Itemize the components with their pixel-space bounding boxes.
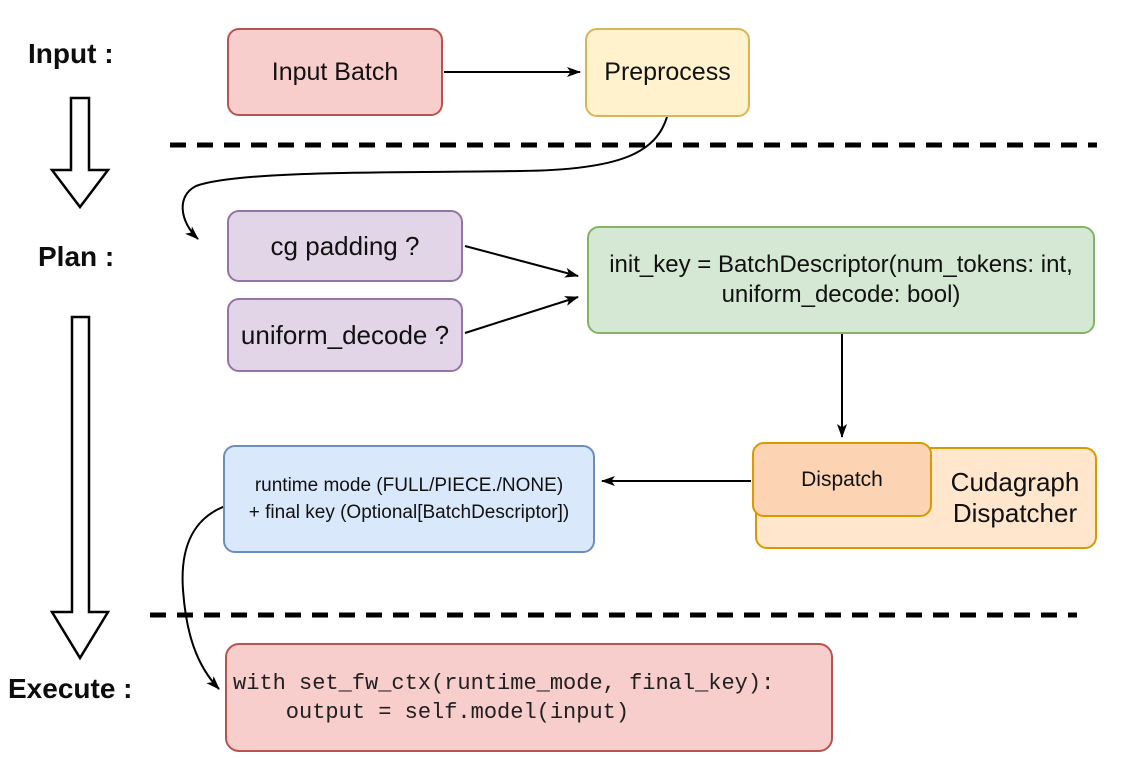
arrow-uniformdecode-to-initkey	[464, 296, 579, 334]
arrow-preprocess-to-cgpadding	[181, 116, 668, 240]
cudagraph-label-line1: Cudagraph	[950, 467, 1080, 497]
section-label-input: Input :	[28, 38, 114, 69]
arrow-cgpadding-to-initkey	[464, 245, 579, 278]
execute-code-line2: output = self.model(input)	[233, 699, 630, 725]
section-label-execute: Execute :	[8, 673, 133, 704]
node-uniform-decode: uniform_decode ?	[227, 298, 463, 372]
node-dispatch: Dispatch	[752, 442, 932, 517]
node-dispatch-label: Dispatch	[801, 467, 883, 491]
arrow-runtime-to-code	[181, 503, 232, 690]
node-cg-padding-label: cg padding ?	[270, 230, 420, 261]
node-runtime-mode-output: runtime mode (FULL/PIECE./NONE) + final …	[223, 445, 595, 553]
node-runtime-line2: + final key (Optional[BatchDescriptor])	[248, 502, 570, 523]
node-init-key: init_key = BatchDescriptor(num_tokens: i…	[587, 226, 1095, 334]
section-flow-arrow-plan-execute-icon	[49, 315, 111, 661]
node-preprocess: Preprocess	[585, 28, 750, 117]
section-flow-arrow-input-plan-icon	[49, 96, 111, 210]
node-uniform-decode-label: uniform_decode ?	[240, 319, 450, 350]
execute-code-line1: with set_fw_ctx(runtime_mode, final_key)…	[233, 670, 775, 696]
node-execute-code: with set_fw_ctx(runtime_mode, final_key)…	[225, 643, 833, 752]
node-init-key-line2: uniform_decode: bool)	[721, 281, 961, 308]
node-cg-padding: cg padding ?	[227, 210, 463, 282]
node-input-batch: Input Batch	[227, 28, 443, 116]
cudagraph-label-line2: Dispatcher	[952, 498, 1078, 528]
node-cudagraph-dispatcher-label: Cudagraph Dispatcher	[935, 467, 1095, 529]
node-init-key-line1: init_key = BatchDescriptor(num_tokens: i…	[609, 251, 1073, 278]
section-label-plan: Plan :	[38, 241, 115, 272]
node-input-batch-label: Input Batch	[271, 57, 399, 86]
node-runtime-line1: runtime mode (FULL/PIECE./NONE)	[254, 475, 564, 496]
node-preprocess-label: Preprocess	[604, 58, 731, 86]
